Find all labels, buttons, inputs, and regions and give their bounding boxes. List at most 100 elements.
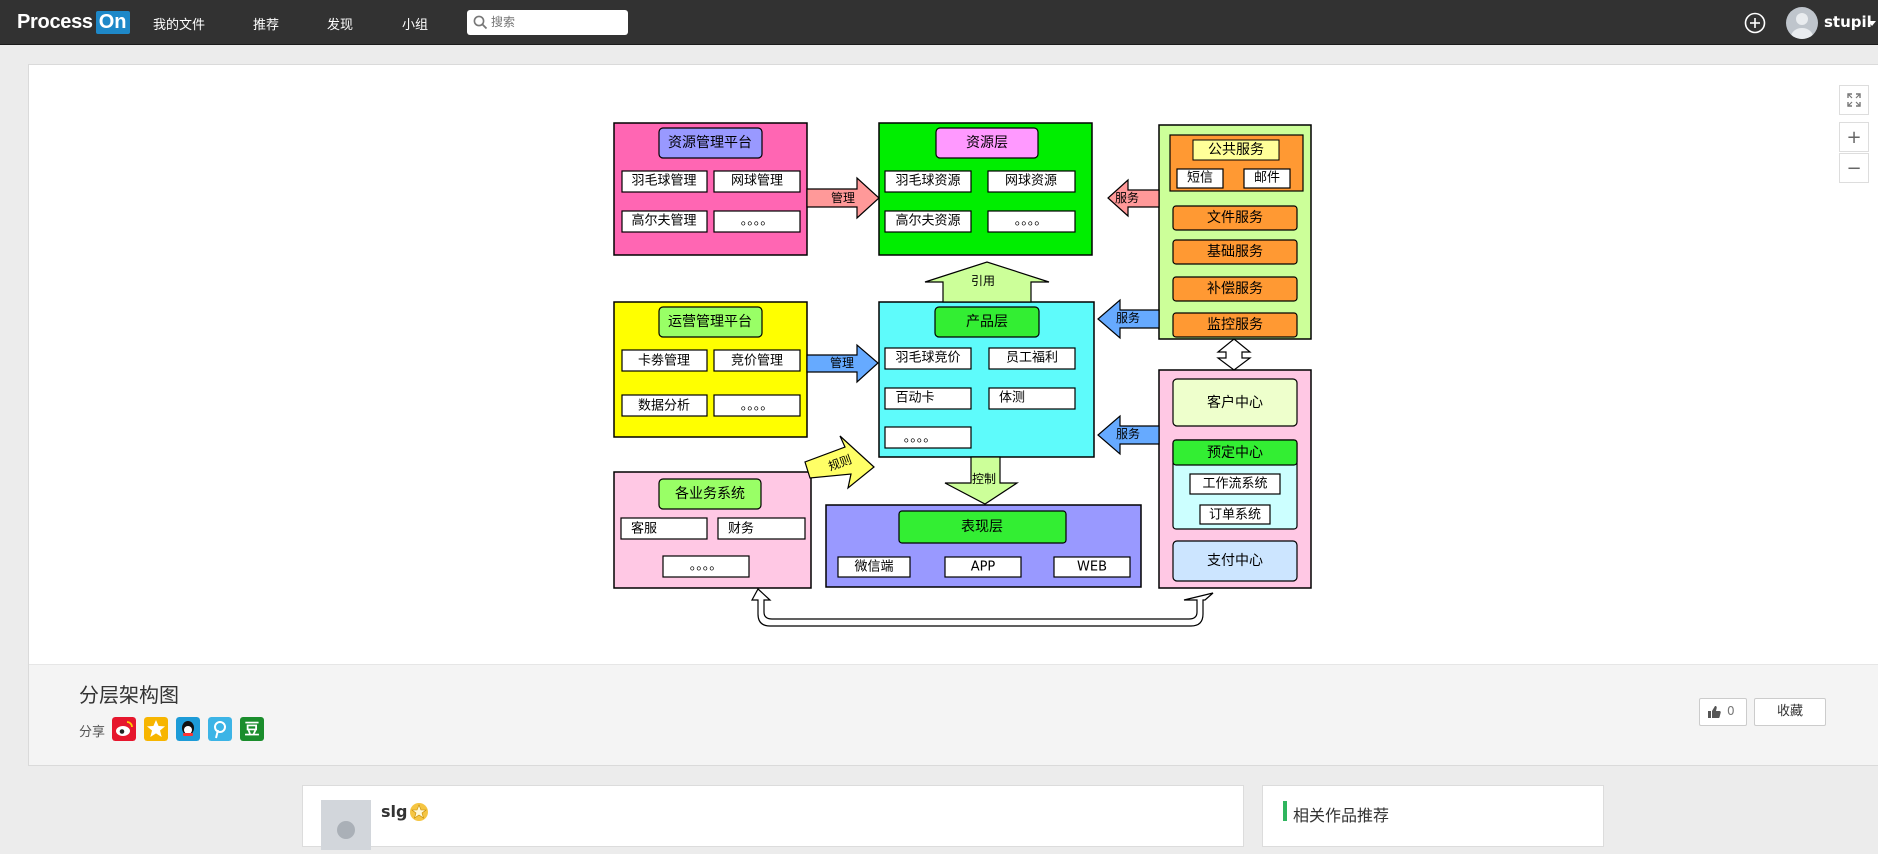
user-avatar[interactable] [1786,7,1818,39]
compensation-service-box [1172,276,1298,302]
resource-mgmt-title: 资源管理平台 [668,135,752,151]
related-panel: 相关作品推荐 [1262,785,1604,847]
resource-mgmt-item-text: 高尔夫管理 [631,213,696,229]
diagram-title: 分层架构图 [79,683,179,707]
architecture-diagram: .t { font-size:14px; fill:#000; text-anc… [613,122,1312,627]
biz-systems-item [662,555,750,578]
like-button[interactable]: 0 [1699,698,1747,726]
order-system-text: 订单系统 [1209,508,1261,523]
rule-arrow [804,435,875,490]
biz-systems-item [620,517,708,540]
payment-center-text: 支付中心 [1207,553,1263,569]
nav-recommend[interactable]: 推荐 [253,18,280,33]
resource-layer-item-text: 网球资源 [1005,174,1057,189]
logo-on-text: On [95,10,130,34]
product-layer-item-text: 。。。。 [904,431,937,446]
ops-mgmt-title-box [658,306,763,338]
sms-item [1176,168,1224,189]
resource-mgmt-title-box [658,127,763,159]
douban-icon[interactable]: 豆 [240,717,264,741]
product-layer-item [884,347,972,370]
qzone-icon[interactable] [144,717,168,741]
weibo-icon[interactable] [112,717,136,741]
ops-mgmt-item [713,394,801,417]
presentation-item [944,556,1022,578]
nav-groups[interactable]: 小组 [402,18,429,33]
zoom-out-icon: − [1846,157,1862,179]
related-title-accent [1283,801,1287,821]
manage-arrow-2 [806,343,879,384]
resource-layer-item-text: 。。。。 [1015,214,1048,229]
resource-mgmt-item-text: 羽毛球管理 [631,174,696,189]
ops-mgmt-item-text: 卡劵管理 [638,354,690,369]
share-label: 分享 [79,725,106,740]
resource-mgmt-item-text: 网球管理 [731,174,783,189]
ops-mgmt-item-text: 数据分析 [638,399,690,414]
presentation-item-text: 微信端 [854,560,893,575]
email-item [1243,168,1291,189]
service-arrow-1-label: 服务 [1115,190,1139,205]
product-layer-title-box [934,306,1040,338]
resource-layer-item-text: 高尔夫资源 [895,213,960,229]
resource-layer-item [884,170,972,193]
service-arrow-2 [1097,298,1160,340]
file-service-text: 文件服务 [1207,210,1263,226]
workflow-system-text: 工作流系统 [1202,477,1267,492]
bidirectional-arrow [1216,338,1252,371]
resource-layer-item [987,170,1076,193]
biz-systems-item [717,517,806,540]
pinterest-icon[interactable] [208,717,232,741]
favorite-button[interactable]: 收藏 [1754,698,1826,726]
author-avatar[interactable] [321,800,371,850]
loop-arrow [750,588,1214,627]
customer-center-box [1172,378,1298,427]
create-plus-icon[interactable] [1744,12,1766,34]
product-layer-title: 产品层 [966,314,1008,330]
booking-center-title: 预定中心 [1207,445,1263,461]
ops-mgmt-item-text: 。。。。 [741,399,774,414]
ops-mgmt-item-text: 竞价管理 [731,353,783,369]
author-silhouette-icon [337,821,355,839]
control-arrow [944,456,1020,505]
resource-mgmt-item [621,170,708,193]
zoom-in-button[interactable]: + [1839,122,1869,152]
monitor-service-box [1172,312,1298,338]
presentation-item-text: APP [971,560,996,575]
customer-center-text: 客户中心 [1207,394,1263,411]
biz-systems-item-text: 客服 [631,521,657,537]
control-arrow-label: 控制 [972,472,996,486]
author-panel: slg [302,785,1244,850]
logo-process-text: Process [17,10,93,33]
resource-layer-item [884,210,972,233]
manage-arrow-1 [806,176,880,220]
fullscreen-button[interactable] [1839,85,1869,115]
payment-center-box [1172,540,1298,582]
zoom-out-button[interactable]: − [1839,153,1869,183]
resource-mgmt-item [713,170,801,193]
qq-icon[interactable] [176,717,200,741]
workflow-system-item [1189,473,1281,495]
nav-discover[interactable]: 发现 [327,18,354,33]
sms-item-text: 短信 [1187,171,1213,186]
ops-mgmt-item [621,349,708,372]
service-arrow-2-label: 服务 [1116,310,1140,325]
user-menu-caret-icon[interactable] [1868,21,1876,26]
username-label[interactable]: stupil [1824,13,1872,31]
manage-arrow-2-label: 管理 [830,355,854,370]
presentation-title-box [898,510,1067,544]
like-count: 0 [1727,704,1735,718]
search-box[interactable] [467,10,628,35]
base-service-box [1172,239,1298,265]
card-footer: 分层架构图 分享 豆 0 收藏 [29,664,1878,765]
presentation-item-text: WEB [1077,560,1107,575]
nav-my-files[interactable]: 我的文件 [153,18,206,33]
product-layer-item [988,347,1076,370]
product-layer-item-text: 羽毛球竞价 [895,350,960,366]
ops-mgmt-item [621,394,708,417]
author-name[interactable]: slg [381,802,408,821]
search-input[interactable] [491,13,621,31]
biz-systems-item-text: 。。。。 [690,559,723,574]
resource-mgmt-item [621,210,708,233]
